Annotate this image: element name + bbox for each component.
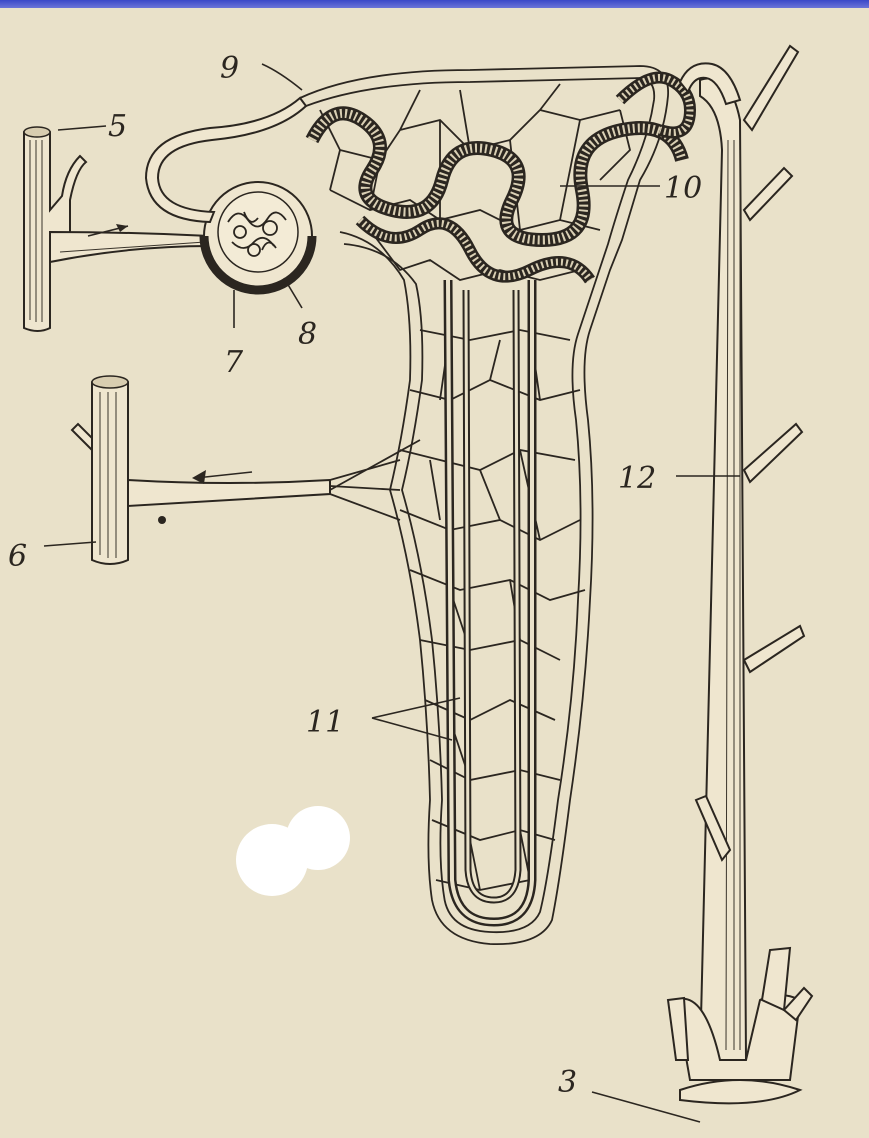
white-blot (236, 806, 350, 896)
flow-arrow-out (192, 470, 252, 484)
label-11: 11 (306, 705, 344, 740)
glomerulus (204, 182, 312, 290)
label-6: 6 (8, 539, 27, 574)
label-7: 7 (224, 345, 244, 380)
label-8: 8 (298, 317, 317, 352)
label-3: 3 (558, 1065, 577, 1100)
label-5: 5 (108, 109, 127, 144)
venule (128, 440, 420, 520)
ink-spot (158, 516, 166, 524)
afferent-arteriole (50, 232, 210, 262)
number-labels: 5 9 10 7 8 6 12 11 3 (8, 51, 702, 1100)
leader-lines (44, 64, 740, 1122)
interlobular-vein (72, 376, 128, 564)
label-10: 10 (664, 171, 702, 206)
label-9: 9 (220, 51, 239, 86)
interlobular-artery (24, 127, 86, 331)
label-12: 12 (618, 461, 656, 496)
peritubular-capillary-network (300, 66, 668, 944)
